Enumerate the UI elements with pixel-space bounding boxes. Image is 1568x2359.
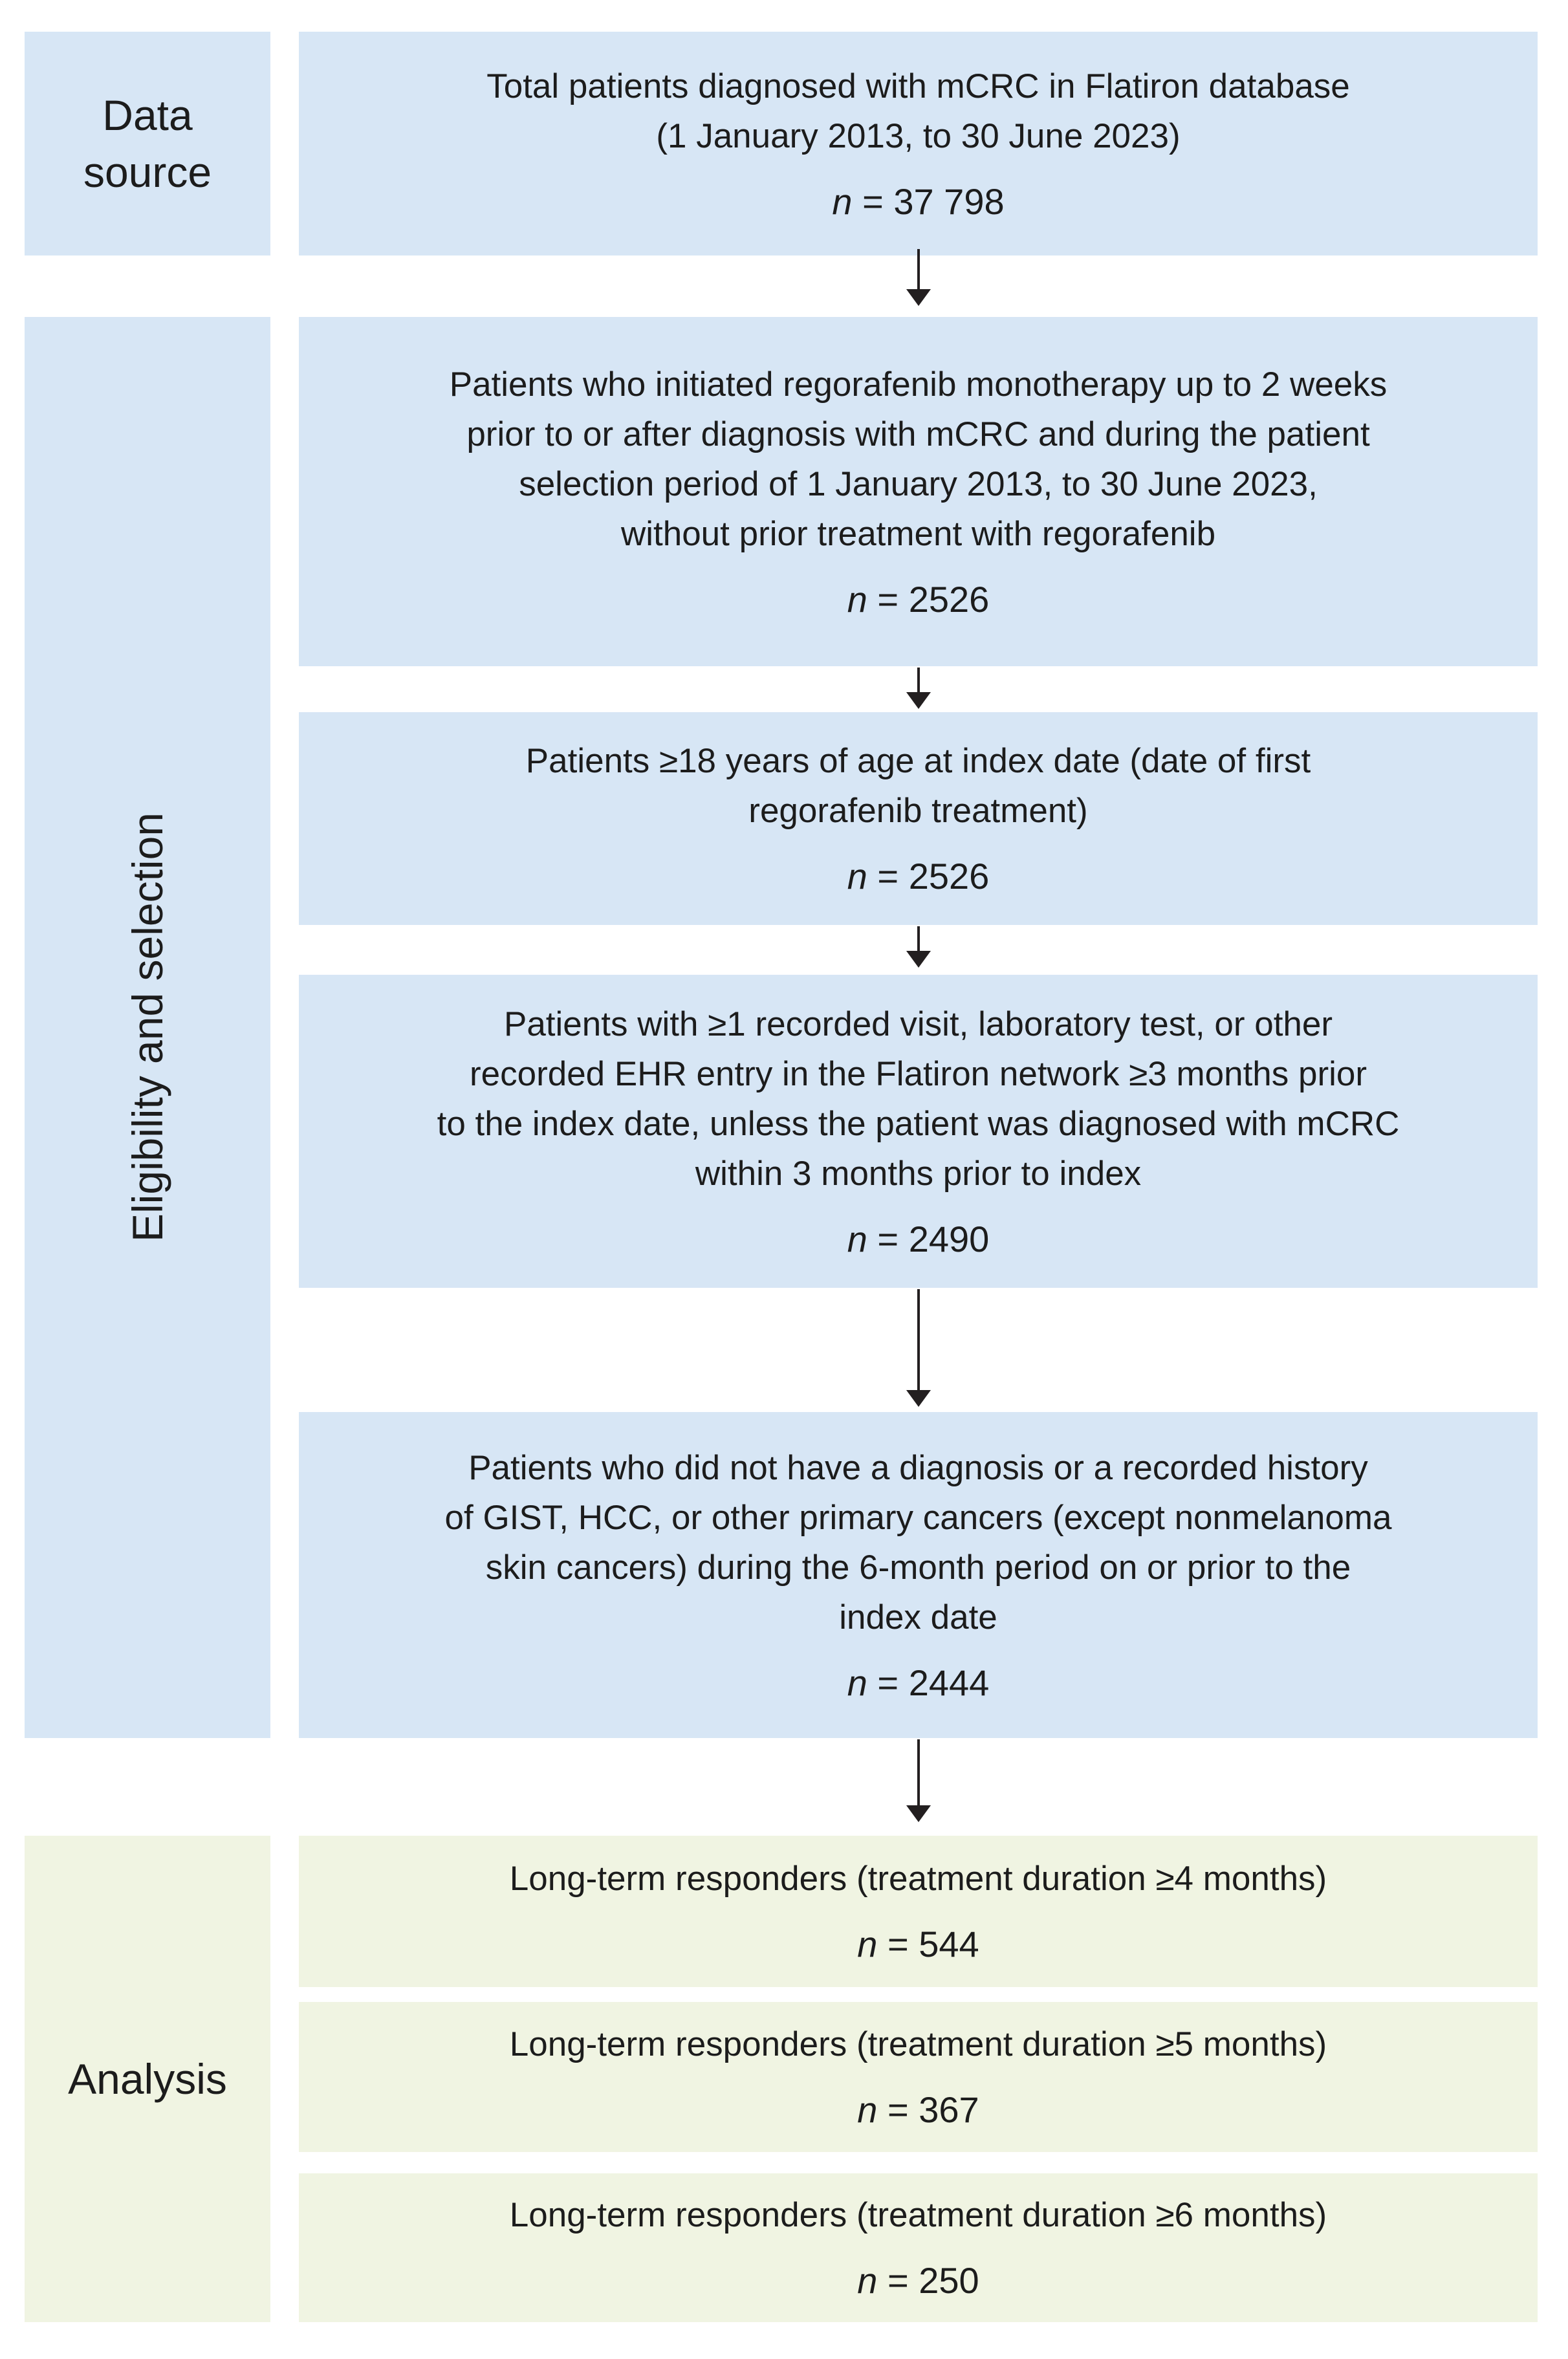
arrow-down-icon [906, 249, 931, 306]
arrow-head [906, 289, 931, 306]
n-count: n = 250 [857, 2260, 979, 2301]
arrow-head [906, 1390, 931, 1407]
box-line: to the index date, unless the patient wa… [437, 1104, 1400, 1143]
flow-box-responders-4-months: Long-term responders (treatment duration… [299, 1836, 1538, 1987]
section-analysis-label: Analysis [68, 2055, 227, 2103]
flow-box-responders-6-months: Long-term responders (treatment duration… [299, 2173, 1538, 2322]
box-line: Long-term responders (treatment duration… [509, 2025, 1327, 2063]
arrow-stem [917, 1289, 920, 1390]
arrow-down-icon [906, 1739, 931, 1822]
box-line: prior to or after diagnosis with mCRC an… [466, 415, 1370, 453]
arrow-down-icon [906, 668, 931, 709]
arrow-stem [917, 668, 920, 692]
box-line: skin cancers) during the 6-month period … [485, 1548, 1351, 1587]
n-count: n = 2444 [847, 1662, 990, 1703]
arrow-stem [917, 926, 920, 951]
arrow-head [906, 692, 931, 709]
box-line: (1 January 2013, to 30 June 2023) [656, 116, 1181, 155]
section-eligibility: Eligibility and selection [25, 317, 270, 1738]
box-line: recorded EHR entry in the Flatiron netwo… [469, 1054, 1367, 1093]
box-line: Total patients diagnosed with mCRC in Fl… [486, 67, 1350, 105]
box-line: Patients with ≥1 recorded visit, laborat… [503, 1005, 1333, 1043]
box-line: within 3 months prior to index [695, 1154, 1142, 1193]
n-count: n = 2526 [847, 578, 990, 620]
n-count: n = 2490 [847, 1218, 990, 1259]
section-data-source-label: Data source [83, 91, 212, 196]
section-data-source: Data source [25, 32, 270, 255]
arrow-down-icon [906, 1289, 931, 1407]
box-line: without prior treatment with regorafenib [620, 514, 1216, 553]
box-line: Long-term responders (treatment duration… [509, 2196, 1327, 2234]
arrow-head [906, 1805, 931, 1822]
n-count: n = 37 798 [832, 180, 1005, 222]
box-line: Patients ≥18 years of age at index date … [525, 742, 1311, 780]
flow-box-regorafenib-initiators: Patients who initiated regorafenib monot… [299, 317, 1538, 666]
n-count: n = 367 [857, 2089, 979, 2130]
box-line: of GIST, HCC, or other primary cancers (… [444, 1498, 1392, 1537]
arrow-head [906, 951, 931, 968]
n-count: n = 2526 [847, 856, 990, 897]
box-line: Patients who initiated regorafenib monot… [449, 365, 1388, 404]
section-analysis: Analysis [25, 1836, 270, 2322]
flow-box-total-patients: Total patients diagnosed with mCRC in Fl… [299, 32, 1538, 255]
box-line: Patients who did not have a diagnosis or… [468, 1448, 1368, 1487]
box-line: Long-term responders (treatment duration… [509, 1860, 1327, 1898]
box-line: regorafenib treatment) [748, 792, 1088, 830]
box-line: selection period of 1 January 2013, to 3… [519, 464, 1318, 503]
flow-box-no-other-cancers: Patients who did not have a diagnosis or… [299, 1412, 1538, 1738]
flow-box-age-eligibility: Patients ≥18 years of age at index date … [299, 712, 1538, 925]
section-eligibility-label: Eligibility and selection [124, 812, 171, 1243]
n-count: n = 544 [857, 1924, 979, 1964]
flow-box-responders-5-months: Long-term responders (treatment duration… [299, 2002, 1538, 2152]
arrow-down-icon [906, 926, 931, 968]
arrow-stem [917, 1739, 920, 1805]
arrow-stem [917, 249, 920, 289]
flow-box-ehr-activity: Patients with ≥1 recorded visit, laborat… [299, 975, 1538, 1288]
box-line: index date [839, 1598, 997, 1636]
